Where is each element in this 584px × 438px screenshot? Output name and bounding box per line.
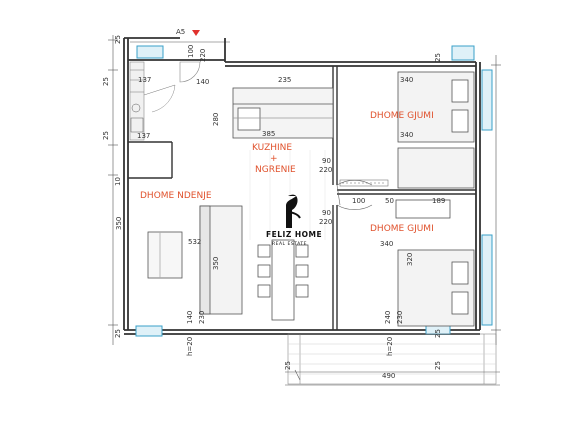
logo-sub: REAL ESTATE [272, 241, 307, 247]
dim-385: 385 [262, 130, 275, 138]
dining-set [257, 239, 309, 321]
living-furniture [147, 205, 243, 315]
dim-137-b: 137 [137, 132, 150, 140]
doors [179, 61, 389, 210]
dim-320: 320 [406, 253, 414, 266]
dim-100-mid: 100 [352, 197, 365, 205]
dim-340-c: 340 [380, 240, 393, 248]
room-label-living: DHOME NDENJE [140, 191, 212, 201]
room-label-dining: NGRENIE [255, 165, 296, 175]
dim-h20-a: h=20 [186, 337, 194, 356]
dim-490: 490 [382, 372, 395, 380]
beds [395, 71, 475, 327]
dim-240: 240 [384, 311, 392, 324]
section-marker-label: A5 [176, 28, 185, 36]
dim-25-left-mid: 25 [102, 131, 110, 140]
dim-220-a: 220 [319, 166, 332, 174]
dim-140-bot: 140 [186, 311, 194, 324]
dim-230-b: 230 [396, 311, 404, 324]
dim-137-a: 137 [138, 76, 151, 84]
dim-25-top: 25 [114, 35, 122, 44]
room-label-bedroom-2: DHOME GJUMI [370, 224, 434, 234]
dim-280: 280 [212, 113, 220, 126]
dim-10: 10 [114, 177, 122, 186]
balcony [287, 333, 497, 385]
dim-235: 235 [278, 76, 291, 84]
windows [135, 45, 493, 337]
dim-189: 189 [432, 197, 445, 205]
dim-25-left-bot: 25 [114, 329, 122, 338]
dim-340-b: 340 [400, 131, 413, 139]
dim-h20-b: h=20 [386, 337, 394, 356]
dim-350-left: 350 [115, 217, 123, 230]
dim-220-top: 220 [199, 49, 207, 62]
dim-50: 50 [385, 197, 394, 205]
feliz-home-logo [285, 194, 301, 228]
room-label-bedroom-1: DHOME GJUMI [370, 111, 434, 121]
room-label-kitchen: KUZHINE [252, 143, 292, 153]
dim-90-b: 90 [322, 209, 331, 217]
section-marker-arrow [192, 30, 200, 36]
dim-100: 100 [187, 45, 195, 58]
bathroom [129, 61, 176, 141]
dim-350-mid: 350 [212, 257, 220, 270]
dim-532: 532 [188, 238, 201, 246]
dim-220-b: 220 [319, 218, 332, 226]
dim-25-left-top: 25 [102, 77, 110, 86]
dim-90-a: 90 [322, 157, 331, 165]
dimension-lines [108, 35, 501, 386]
dim-230-a: 230 [198, 311, 206, 324]
room-label-kitchen-plus: + [270, 154, 278, 164]
dim-25-balcony: 25 [284, 361, 292, 370]
logo-name: FELIZ HOME [266, 230, 322, 239]
kitchen-counter [232, 87, 334, 139]
dim-140-top: 140 [196, 78, 209, 86]
floor-pattern [249, 150, 326, 240]
dim-340-a: 340 [400, 76, 413, 84]
dim-25-balcony-right: 25 [434, 361, 442, 370]
dim-25-right-bot: 25 [434, 329, 442, 338]
dim-25-right-top: 25 [434, 53, 442, 62]
exterior-walls [123, 37, 481, 335]
